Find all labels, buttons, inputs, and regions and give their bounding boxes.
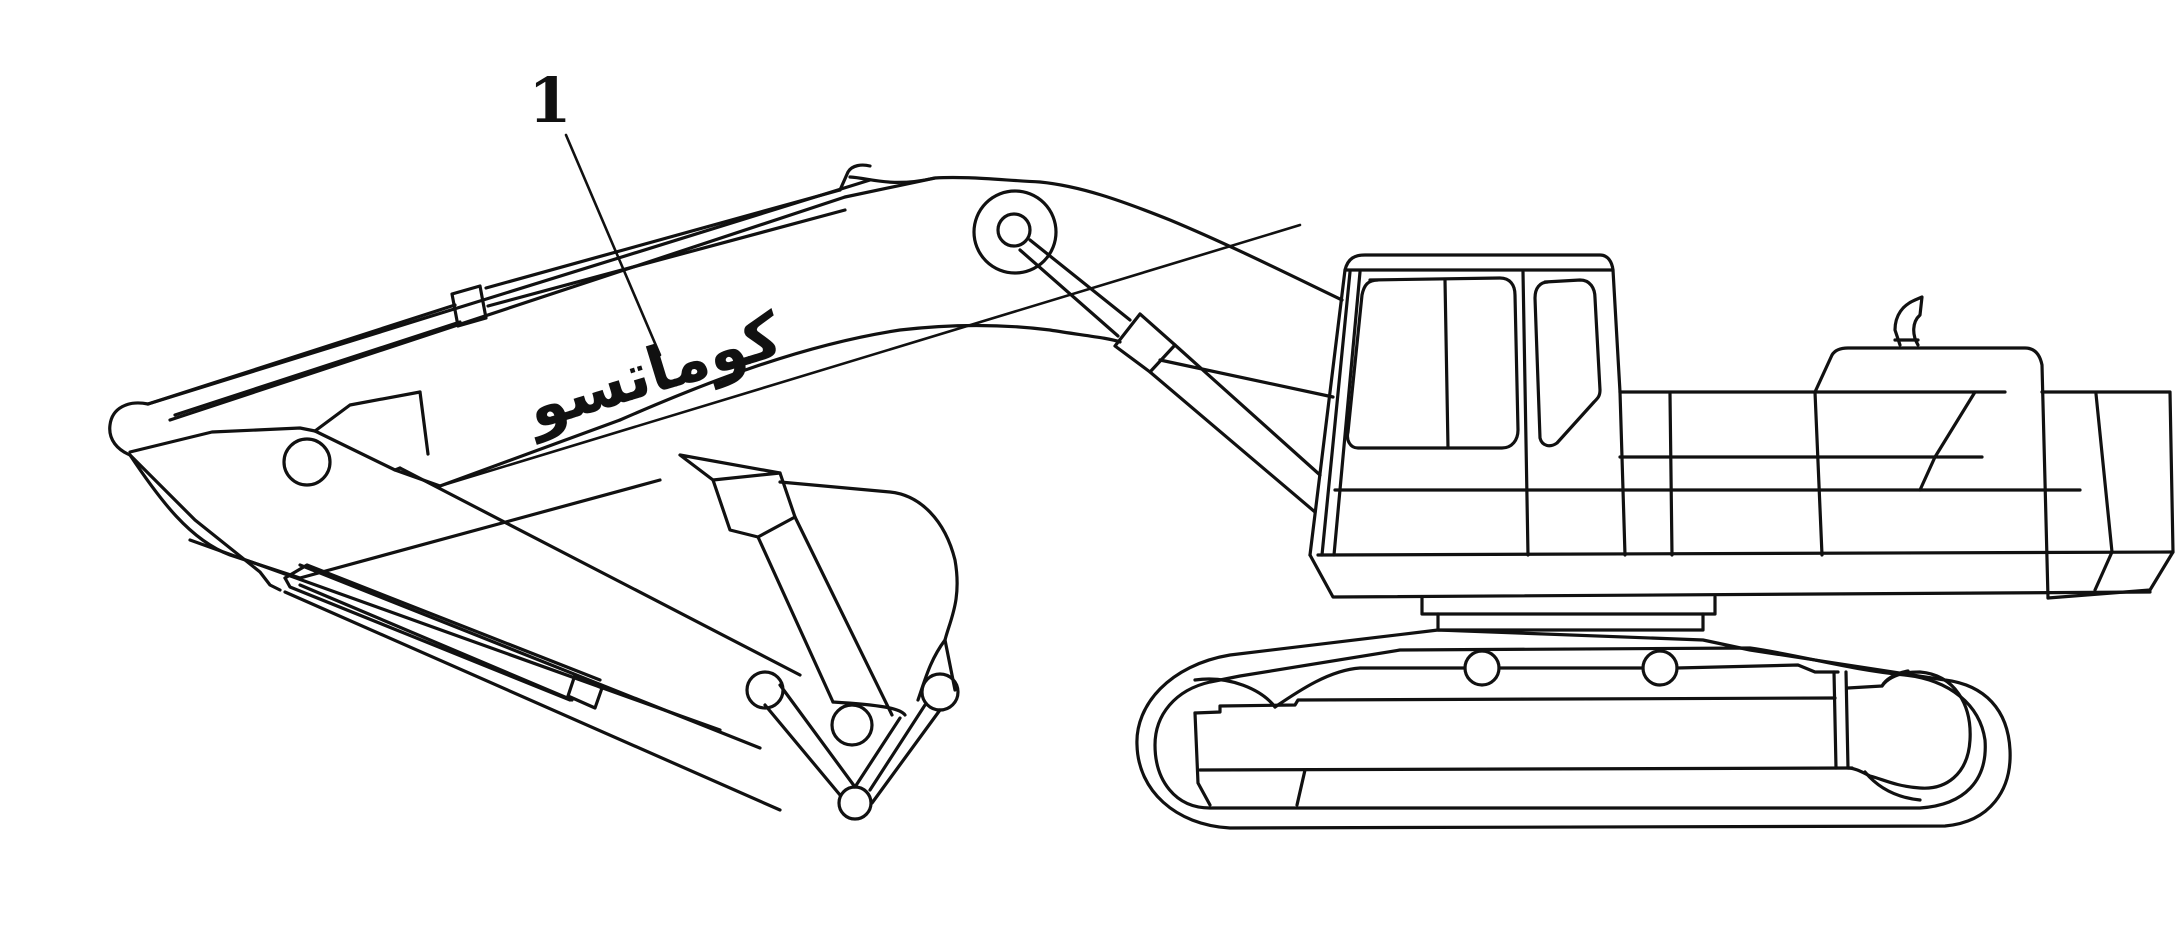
swing-ring bbox=[1420, 595, 1717, 632]
bucket-pin-3-icon bbox=[920, 672, 960, 712]
track-outer bbox=[1135, 628, 2012, 830]
carrier-roller-1-icon bbox=[1463, 649, 1501, 687]
arm-cylinder bbox=[146, 163, 872, 417]
exhaust-stack bbox=[1893, 295, 1924, 347]
bucket bbox=[678, 453, 960, 821]
undercarriage bbox=[1135, 628, 2012, 830]
cab bbox=[1308, 253, 1622, 557]
boom-pin-inner-icon bbox=[996, 212, 1032, 248]
callout-1: 1 bbox=[528, 64, 662, 357]
carrier-roller-2-icon bbox=[1641, 649, 1679, 687]
bucket-pin-2-icon bbox=[830, 703, 874, 747]
arm-pin-icon bbox=[282, 437, 332, 487]
boom-cylinder bbox=[1018, 238, 1322, 514]
counterweight bbox=[2040, 390, 2175, 600]
arm bbox=[108, 178, 872, 812]
upper-structure bbox=[1308, 295, 2175, 600]
bucket-pin-1-icon bbox=[745, 670, 785, 710]
bucket-pin-4-icon bbox=[837, 785, 873, 821]
boom-pin-outer-icon bbox=[972, 189, 1058, 275]
boom bbox=[438, 175, 1344, 488]
callout-label: 1 bbox=[528, 64, 571, 137]
leader-line bbox=[564, 133, 662, 357]
